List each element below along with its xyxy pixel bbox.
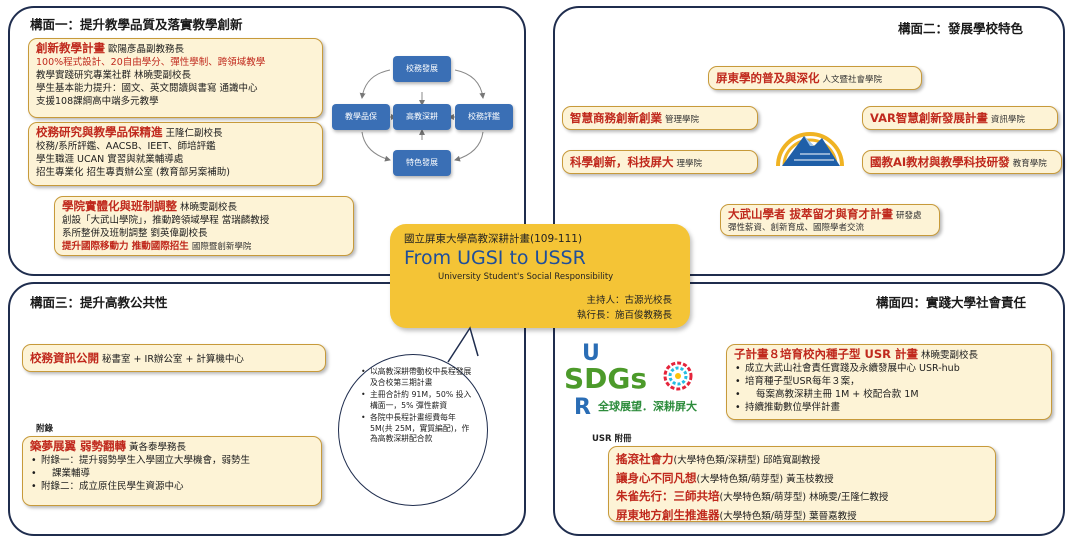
mountain-logo-icon	[776, 132, 844, 167]
svg-text:R: R	[574, 395, 591, 416]
box-line: 學生職涯 UCAN 實習與就業輔導處	[36, 154, 184, 165]
box-heading: 校務研究與教學品保精進	[36, 125, 163, 139]
cycle-arrows	[359, 69, 486, 162]
svg-text:U: U	[582, 341, 600, 366]
box-heading: 創新教學計畫	[36, 41, 105, 55]
usr-project-detail: (大學特色類/深耕型) 邱皓寬副教授	[673, 455, 821, 466]
feature-item: 國教AI教材與教學科技研發 教育學院	[862, 150, 1062, 174]
feature-name: 智慧商務創新創業	[570, 111, 662, 125]
college-restructure-box: 學院實體化與班制調整 林曉雯副校長 創設「大武山學院」，推動跨領域學程 當瑞麟教…	[54, 196, 354, 256]
list-item: 附錄一：提升弱勢學生入學國立大學機會，弱勢生	[30, 454, 314, 467]
box-highlight: 提升國際移動力 推動國際招生	[62, 241, 189, 252]
feature-name: VAR智慧創新發展計畫	[870, 111, 988, 125]
bubble-item: 各院中長程計畫經費每年5M(共 25M，實質編配)，作為高教深耕配合款	[361, 413, 473, 445]
usr-project-name: 屏東地方創生推進器	[616, 507, 720, 522]
box-lead: 歐陽彥晶副教務長	[108, 44, 185, 55]
feature-unit: 研發處	[896, 211, 922, 221]
usr-project-name: 搖滾社會力	[616, 452, 674, 466]
sdgs-logo-icon: U SDGs R 全球展望．深耕屏大	[564, 341, 697, 416]
bubble-item: 以高教深耕帶動校中長程發展及合校第三期計畫	[361, 367, 473, 388]
node-center: 高教深耕	[393, 104, 451, 130]
box-lead: 林曉雯副校長	[180, 202, 238, 213]
funding-bubble: 以高教深耕帶動校中長程發展及合校第三期計畫 主冊合計約 91M，50% 投入構面…	[338, 354, 488, 506]
box-line: 系所整併及班制調整 劉英偉副校長	[62, 228, 208, 239]
feature-name: 國教AI教材與教學科技研發	[870, 155, 1010, 169]
usr-project-detail: (大學特色類/萌芽型) 黃玉枝教授	[696, 473, 834, 485]
feature-item: 智慧商務創新創業 管理學院	[562, 106, 758, 130]
feature-sub: 彈性薪資、創新育成、國際學者交流	[728, 223, 865, 233]
list-item: 附錄二：成立原住民學生資源中心	[30, 480, 314, 493]
usr-project-detail: (大學特色類/萌芽型) 葉晉嘉教授	[719, 510, 857, 522]
box-detail: 秘書室 + IR辦公室 + 計算機中心	[102, 354, 244, 365]
box-line: 學生基本能力提升：國文、英文閱讀與書寫 通識中心	[36, 83, 258, 94]
list-item: 持續推動數位學伴計畫	[734, 401, 1044, 414]
node-quality: 教學品保	[332, 104, 390, 130]
bubble-item: 主冊合計約 91M，50% 投入構面一，5% 彈性薪資	[361, 390, 473, 411]
feature-unit: 管理學院	[665, 115, 700, 125]
box-line: 校務/系所評鑑、AACSB、IEET、師培評鑑	[36, 141, 216, 152]
usr-attachment-label: USR 附冊	[592, 434, 632, 444]
svg-text:SDGs: SDGs	[564, 362, 647, 395]
innovative-teaching-box: 創新教學計畫 歐陽彥晶副教務長 100%程式設計、20自由學分、彈性學制、跨領域…	[28, 38, 323, 118]
plan-executive: 執行長：施百俊教務長	[576, 310, 672, 321]
public-info-box: 校務資訊公開 秘書室 + IR辦公室 + 計算機中心	[22, 344, 326, 372]
usr-project-detail: (大學特色類/萌芽型) 林曉雯/王隆仁教授	[719, 492, 889, 503]
usr-projects-box: 搖滾社會力(大學特色類/深耕型) 邱皓寬副教授 讓身心不同凡想(大學特色類/萌芽…	[608, 446, 996, 522]
plan-subtitle: 國立屏東大學高教深耕計畫(109-111)	[404, 233, 583, 245]
box-line: 創設「大武山學院」，推動跨領域學程 當瑞麟教授	[62, 215, 270, 226]
quadrant-1-title: 構面一：提升教學品質及落實教學創新	[30, 17, 243, 32]
box-line: 100%程式設計、20自由學分、彈性學制、跨領域教學	[36, 57, 266, 68]
quadrant-2-title: 構面二：發展學校特色	[898, 21, 1024, 36]
box-line: 支援108課綱高中端多元教學	[36, 96, 159, 107]
feature-item: 大武山學者 拔萃留才與育才計畫 研發處 彈性薪資、創新育成、國際學者交流	[720, 204, 940, 236]
box-heading: 學院實體化與班制調整	[62, 199, 177, 213]
node-evaluation: 校務評鑑	[455, 104, 513, 130]
box-lead: 林曉雯副校長	[921, 350, 979, 361]
feature-name: 屏東學的普及與深化	[716, 71, 820, 85]
feature-item: 屏東學的普及與深化 人文暨社會學院	[708, 66, 922, 90]
list-item-continued: 課業輔導	[30, 467, 314, 480]
usr-project-name: 讓身心不同凡想	[616, 470, 697, 485]
feature-name: 大武山學者 拔萃留才與育才計畫	[728, 207, 894, 221]
box-heading: 築夢展翼 弱勢翻轉	[30, 439, 127, 453]
plan-host: 主持人：古源光校長	[586, 295, 672, 306]
center-plan-card: 國立屏東大學高教深耕計畫(109-111) From UGSI to USSR …	[390, 224, 690, 328]
node-feature: 特色發展	[393, 150, 451, 176]
svg-text:全球展望．深耕屏大: 全球展望．深耕屏大	[597, 399, 697, 413]
quadrant-4-title: 構面四：實踐大學社會責任	[876, 295, 1027, 310]
usr-project-name: 朱雀先行：三師共培	[616, 489, 720, 503]
box-heading: 校務資訊公開	[30, 351, 99, 365]
quality-assurance-box: 校務研究與教學品保精進 王隆仁副校長 校務/系所評鑑、AACSB、IEET、師培…	[28, 122, 323, 186]
box-lead: 黃各泰學務長	[129, 442, 187, 453]
feature-item: VAR智慧創新發展計畫 資訊學院	[862, 106, 1058, 130]
plan-english: University Student's Social Responsibili…	[438, 272, 614, 282]
dream-wings-box: 築夢展翼 弱勢翻轉 黃各泰學務長 附錄一：提升弱勢學生入學國立大學機會，弱勢生 …	[22, 436, 322, 506]
feature-name: 科學創新，科技屏大	[570, 155, 674, 169]
list-item-continued: 每案高教深耕主冊 1M + 校配合款 1M	[734, 388, 1044, 401]
feature-unit: 教育學院	[1012, 159, 1047, 169]
bubble-tail	[447, 326, 479, 363]
feature-unit: 理學院	[676, 159, 703, 169]
list-item: 培育種子型USR每年３案，	[734, 375, 1044, 388]
feature-unit: 人文暨社會學院	[822, 75, 883, 85]
attachment-label: 附錄	[36, 424, 54, 434]
box-highlight-unit: 國際暨創新學院	[191, 242, 252, 252]
node-development: 校務發展	[393, 56, 451, 82]
plan-title: From UGSI to USSR	[404, 247, 586, 269]
feature-unit: 資訊學院	[990, 115, 1025, 125]
quadrant-3-title: 構面三：提升高教公共性	[30, 295, 168, 310]
box-heading: 子計畫８培育校內種子型 USR 計畫	[734, 347, 918, 361]
box-line: 招生專業化 招生專責辦公室 (教育部另案補助)	[36, 167, 230, 178]
list-item: 成立大武山社會責任實踐及永續發展中心 USR-hub	[734, 362, 1044, 375]
usr-seed-box: 子計畫８培育校內種子型 USR 計畫 林曉雯副校長 成立大武山社會責任實踐及永續…	[726, 344, 1052, 420]
feature-item: 科學創新，科技屏大 理學院	[562, 150, 758, 174]
box-lead: 王隆仁副校長	[165, 128, 223, 139]
box-line: 教學實踐研究專業社群 林曉雯副校長	[36, 70, 192, 81]
